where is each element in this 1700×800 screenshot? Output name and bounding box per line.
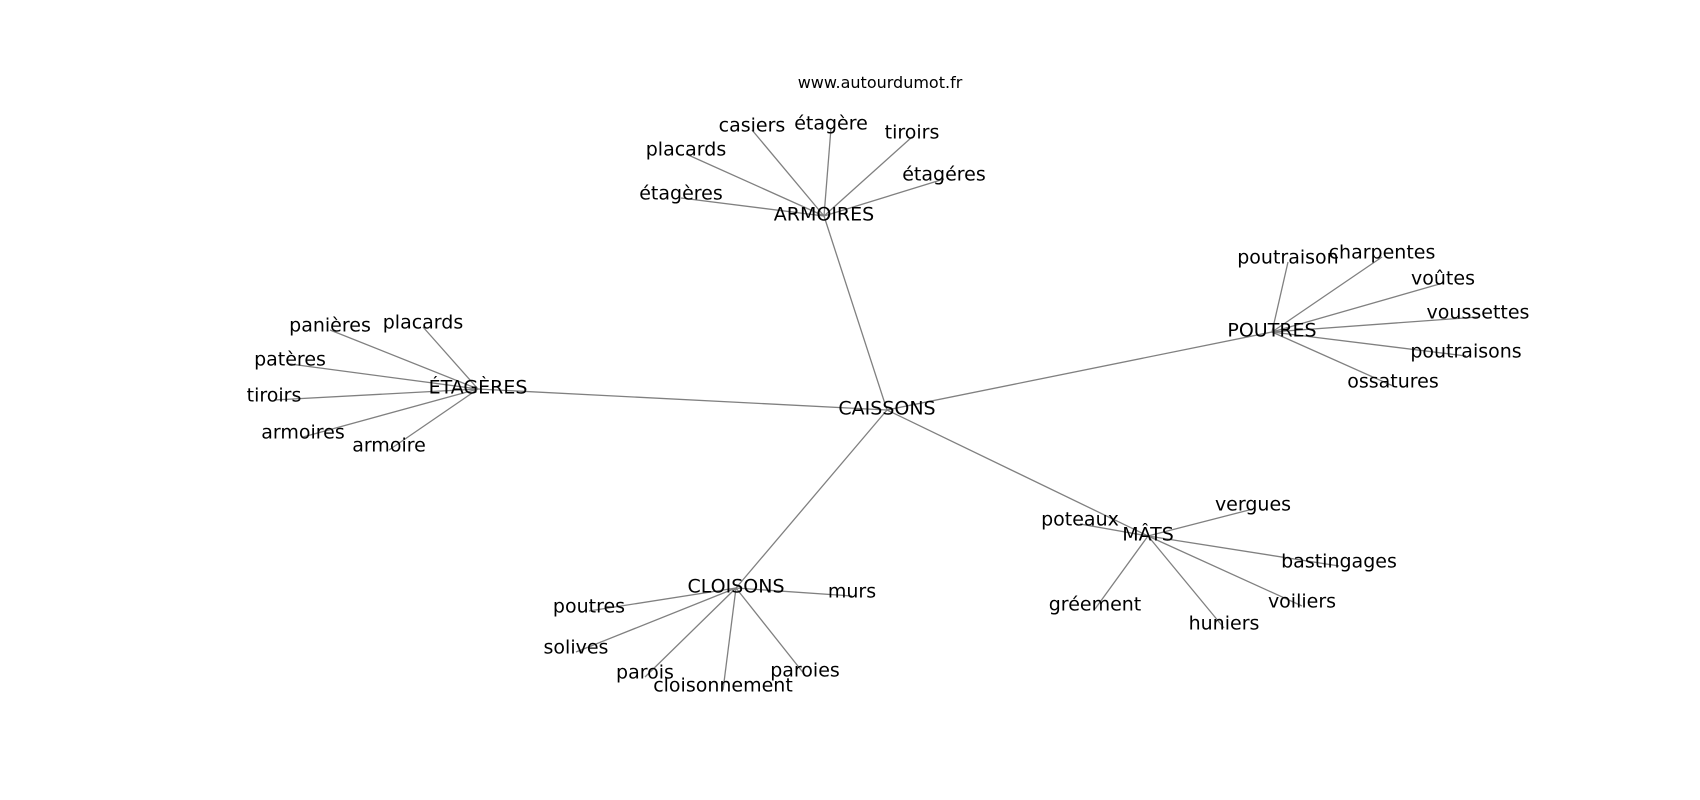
edge-poutres-leaf [1271, 282, 1444, 333]
leaf-word-cloisons[interactable]: parois [616, 662, 674, 684]
edge-cloisons-leaf [588, 587, 737, 612]
graph-edges [273, 127, 1479, 691]
leaf-word-etageres[interactable]: tiroirs [247, 385, 302, 407]
leaf-word-mats[interactable]: voiliers [1268, 591, 1336, 613]
hub-word-mats[interactable]: MÂTS [1122, 523, 1174, 546]
edge-etageres-leaf [289, 363, 479, 390]
leaf-word-poutres[interactable]: voussettes [1427, 302, 1530, 324]
edge-center-etageres [477, 388, 888, 411]
edge-etageres-leaf [329, 329, 479, 390]
hub-word-cloisons[interactable]: CLOISONS [687, 576, 784, 598]
edge-cloisons-leaf [575, 587, 737, 653]
leaf-word-poutres[interactable]: voûtes [1411, 268, 1475, 290]
leaf-word-poutres[interactable]: poutraison [1237, 247, 1338, 269]
leaf-word-poutres[interactable]: ossatures [1347, 371, 1439, 393]
leaf-word-cloisons[interactable]: cloisonnement [653, 675, 793, 697]
leaf-word-mats[interactable]: gréement [1049, 594, 1142, 616]
hub-word-poutres[interactable]: POUTRES [1227, 320, 1316, 342]
edge-poutres-leaf [1271, 261, 1289, 333]
edge-center-poutres [886, 331, 1273, 411]
edge-armoires-leaf [680, 197, 825, 217]
leaf-word-etageres[interactable]: panières [289, 315, 371, 337]
leaf-word-cloisons[interactable]: poutres [553, 596, 625, 618]
edge-mats-leaf [1147, 508, 1254, 537]
leaf-word-armoires[interactable]: casiers [719, 115, 786, 137]
leaf-word-mats[interactable]: vergues [1215, 494, 1291, 516]
edge-mats-leaf [1094, 535, 1149, 610]
edge-cloisons-leaf [644, 587, 737, 678]
edge-poutres-leaf [1271, 316, 1479, 333]
hub-word-armoires[interactable]: ARMOIRES [774, 204, 874, 226]
edge-armoires-leaf [751, 129, 825, 217]
hub-word-etageres[interactable]: ÉTAGÈRES [429, 376, 528, 399]
leaf-word-armoires[interactable]: étagères [639, 183, 723, 205]
leaf-word-armoires[interactable]: étagéres [902, 164, 986, 186]
edge-mats-leaf [1079, 523, 1149, 537]
edge-poutres-leaf [1271, 331, 1394, 387]
edge-poutres-leaf [1271, 331, 1467, 357]
edge-etageres-leaf [388, 388, 479, 451]
center-word[interactable]: CAISSONS [838, 398, 935, 420]
edge-center-mats [886, 409, 1149, 537]
leaf-word-poutres[interactable]: charpentes [1329, 242, 1436, 264]
leaf-word-etageres[interactable]: placards [383, 312, 464, 334]
edge-cloisons-leaf [735, 587, 806, 676]
leaf-word-mats[interactable]: huniers [1189, 613, 1260, 635]
leaf-word-cloisons[interactable]: paroies [770, 660, 840, 682]
edge-etageres-leaf [422, 326, 479, 390]
leaf-word-etageres[interactable]: armoire [352, 435, 426, 457]
edge-armoires-leaf [823, 127, 832, 217]
edge-center-cloisons [735, 409, 888, 589]
leaf-word-mats[interactable]: bastingages [1281, 551, 1397, 573]
leaf-word-poutres[interactable]: poutraisons [1410, 341, 1521, 363]
leaf-word-armoires[interactable]: placards [646, 139, 727, 161]
graph-labels: www.autourdumot.fr casiers étagère tiroirs… [247, 73, 1530, 697]
edge-cloisons-leaf [735, 587, 853, 597]
edge-armoires-leaf [823, 136, 913, 217]
edge-etageres-leaf [302, 388, 479, 438]
edge-mats-leaf [1147, 535, 1340, 567]
site-watermark[interactable]: www.autourdumot.fr [798, 73, 963, 92]
leaf-word-armoires[interactable]: tiroirs [885, 122, 940, 144]
edge-etageres-leaf [273, 388, 479, 401]
leaf-word-etageres[interactable]: patères [254, 349, 326, 371]
leaf-word-cloisons[interactable]: solives [544, 637, 609, 659]
edge-cloisons-leaf [722, 587, 737, 691]
edge-mats-leaf [1147, 535, 1225, 629]
leaf-word-armoires[interactable]: étagère [794, 113, 868, 135]
edge-center-armoires [823, 215, 888, 411]
leaf-word-cloisons[interactable]: murs [828, 581, 876, 603]
edge-armoires-leaf [823, 178, 945, 217]
edge-armoires-leaf [685, 153, 825, 217]
leaf-word-etageres[interactable]: armoires [261, 422, 345, 444]
leaf-word-mats[interactable]: poteaux [1041, 509, 1119, 531]
edge-mats-leaf [1147, 535, 1303, 607]
edge-poutres-leaf [1271, 256, 1383, 333]
